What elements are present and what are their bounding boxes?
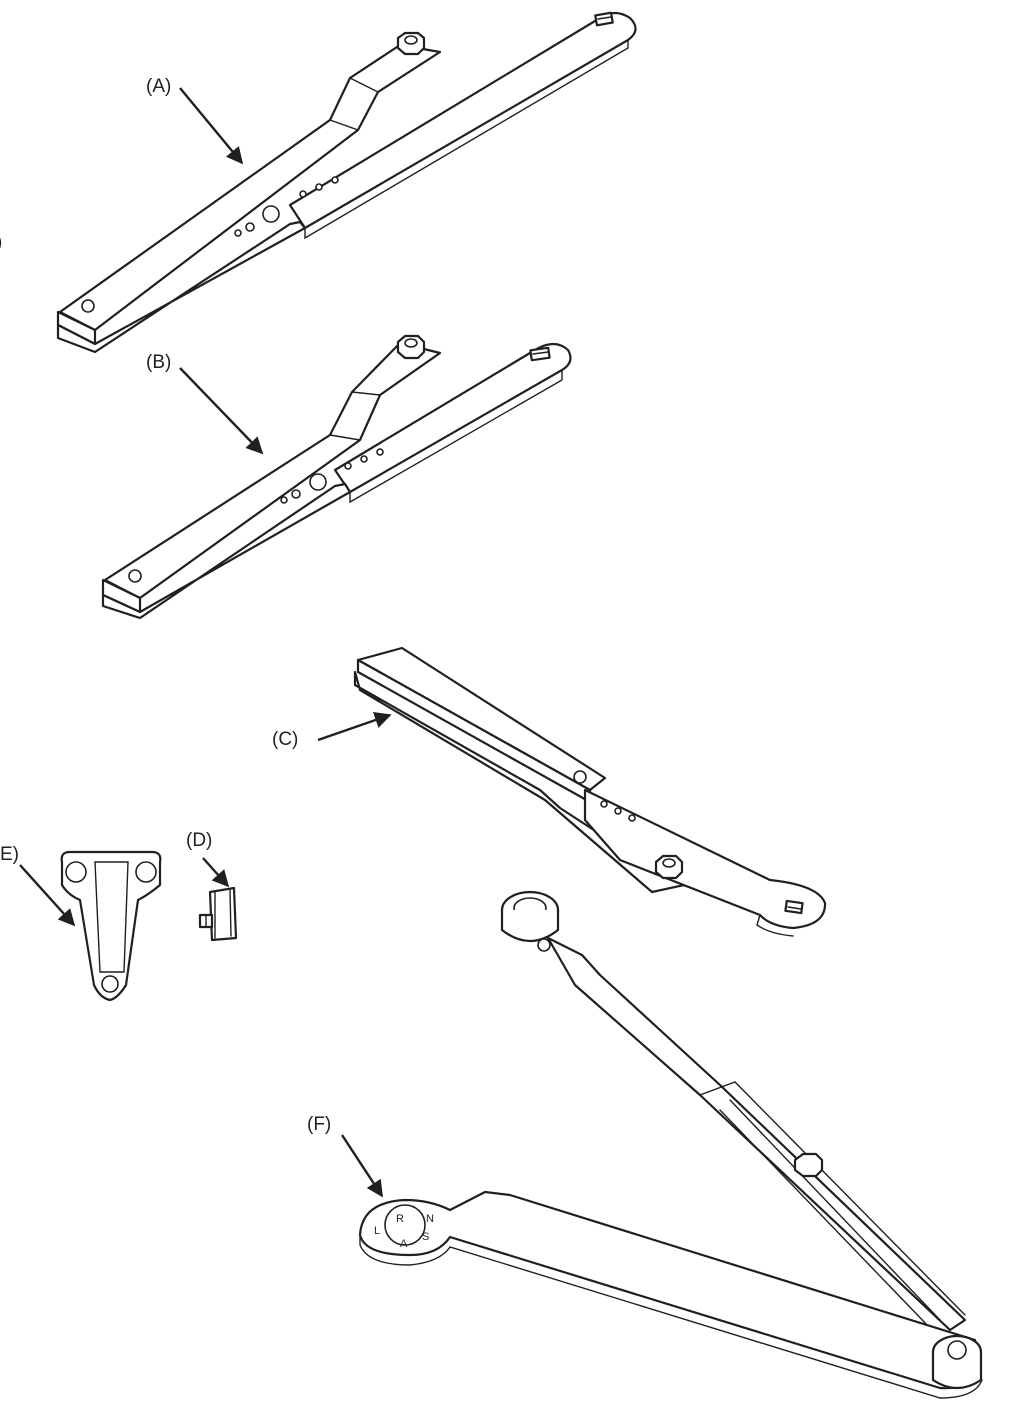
arrow-d <box>202 857 230 888</box>
label-c: (C) <box>272 729 298 750</box>
label-f: (F) <box>307 1114 331 1135</box>
arrow-e <box>19 864 76 927</box>
part-f-parallel-arm: R L A S N <box>358 890 983 1399</box>
dial-letter-s: S <box>422 1231 429 1243</box>
label-b: (B) <box>146 352 171 373</box>
dial-letter-n: N <box>426 1213 434 1225</box>
part-d-bracket <box>198 886 238 942</box>
arrow-c <box>317 712 392 742</box>
arrow-b <box>179 367 264 455</box>
part-a-arm-assembly <box>56 11 637 354</box>
part-e-shoe-plate <box>60 850 162 1002</box>
arrow-a <box>179 87 244 165</box>
label-d: (D) <box>186 830 212 851</box>
part-b-arm-assembly <box>101 334 572 620</box>
arrow-f <box>340 1134 384 1198</box>
part-c-arm-assembly <box>353 646 827 937</box>
left-edge-fragment: ) <box>0 232 2 253</box>
dial-letter-r: R <box>396 1213 404 1225</box>
dial-letter-a: A <box>400 1238 408 1250</box>
dial-letter-l: L <box>374 1225 380 1237</box>
label-a: (A) <box>146 76 171 97</box>
label-e: E) <box>0 844 19 865</box>
